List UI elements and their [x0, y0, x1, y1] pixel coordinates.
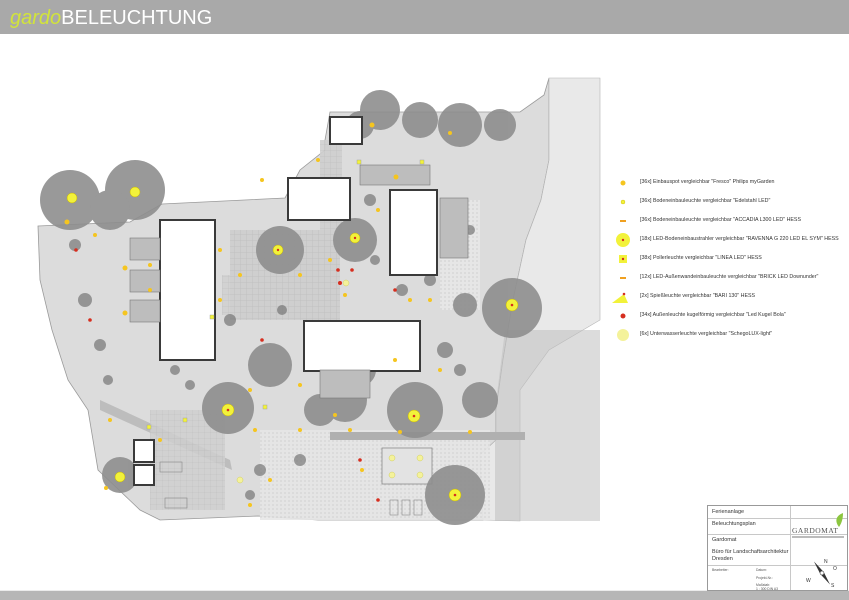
legend-item: [34x] Außenleuchte kugelförmig vergleich…: [600, 309, 845, 323]
bollard-lights: [146, 159, 425, 430]
spot-centers: [226, 236, 514, 497]
orange-dash-icon: [620, 220, 626, 222]
header-bar: gardoBELEUCHTUNG: [0, 0, 849, 34]
wall-strip: [330, 432, 525, 440]
company-name: Gardomat: [712, 537, 737, 543]
title-block-divider: [790, 506, 791, 590]
company-logo-text: GARDOMAT: [792, 526, 839, 535]
legend-item: [38x] Pollerleuchte vergleichbar "LINEA …: [600, 252, 845, 266]
compass-east: O: [833, 566, 837, 572]
large-yellow-circle-icon: [616, 233, 630, 247]
yellow-triangle-icon: [612, 292, 628, 303]
brand-title: gardoBELEUCHTUNG: [10, 6, 212, 30]
title-block-rule: [708, 534, 847, 535]
legend-item: [18x] LED-Bodeneinbaustrahler vergleichb…: [600, 233, 845, 247]
small-yellow-dot-icon: [620, 199, 626, 205]
legend-text: [38x] Pollerleuchte vergleichbar "LINEA …: [640, 255, 762, 261]
yellow-square-with-dot-icon: [619, 255, 627, 263]
shrubs: [69, 194, 475, 500]
legend-text: [34x] Außenleuchte kugelförmig vergleich…: [640, 312, 786, 318]
orange-dash-icon: [620, 277, 626, 279]
legend-item: [36x] Bodeneinbauleuchte vergleichbar "A…: [600, 214, 845, 228]
title-block: Ferienanlage Beleuchtungsplan Gardomat B…: [707, 505, 848, 591]
compass-south: S: [831, 583, 835, 589]
footer-bar: [0, 591, 849, 600]
plan-title: Beleuchtungsplan: [712, 521, 756, 527]
legend-item: [36x] Einbauspot vergleichbar "Fresco" P…: [600, 176, 845, 190]
buildings: [133, 116, 438, 486]
scale-value: 1 : 300 DIN A3: [756, 587, 779, 591]
office-name: Büro für Landschaftsarchitektur: [712, 549, 789, 555]
underwater-lights: [236, 279, 424, 484]
legend-text: [36x] Bodeneinbauleuchte vergleichbar "E…: [640, 198, 771, 204]
legend-text: [36x] Einbauspot vergleichbar "Fresco" P…: [640, 179, 775, 185]
compass-north: N: [824, 559, 828, 565]
project-number-label: Projekt-Nr.:: [756, 576, 773, 580]
legend-text: [18x] LED-Bodeneinbaustrahler vergleichb…: [640, 236, 839, 242]
logo-tagline-bar: [792, 536, 844, 538]
pale-yellow-disc-icon: [617, 329, 629, 341]
brand-prefix: gardo: [10, 7, 62, 29]
small-lights: [64, 122, 472, 507]
legend-item: [36x] Bodeneinbauleuchte vergleichbar "E…: [600, 195, 845, 209]
drawn-by-label: Bearbeiter:: [712, 568, 729, 572]
legend-text: [12x] LED-Außenwandeinbauleuchte verglei…: [640, 274, 819, 280]
legend-text: [36x] Bodeneinbauleuchte vergleichbar "A…: [640, 217, 801, 223]
date-label: Datum:: [756, 568, 767, 572]
parking-bays: [159, 461, 423, 516]
globe-lights: [74, 248, 397, 502]
compass-rose-icon: N O S W: [806, 559, 837, 589]
paved-path-1: [222, 275, 332, 315]
legend-text: [6x] Unterwasserleuchte vergleichbar "Sc…: [640, 331, 773, 337]
red-dot-icon: [620, 313, 626, 319]
legend-item: [12x] LED-Außenwandeinbauleuchte verglei…: [600, 271, 845, 285]
legend-text: [2x] Spießleuchte vergleichbar "BARI 130…: [640, 293, 756, 299]
leaf-logo-icon: [836, 513, 843, 527]
small-yellow-dot-icon: [620, 180, 626, 186]
parking-street: [495, 330, 600, 521]
title-block-rule: [708, 518, 847, 519]
legend-item: [2x] Spießleuchte vergleichbar "BARI 130…: [600, 290, 845, 304]
brand-name: BELEUCHTUNG: [61, 7, 213, 29]
title-block-rule: [708, 565, 847, 566]
scale-label: Maßstab:: [756, 583, 771, 587]
project-name: Ferienanlage: [712, 509, 745, 515]
compass-west: W: [806, 578, 811, 584]
office-city: Dresden: [712, 556, 733, 562]
pool: [381, 447, 433, 485]
legend-item: [6x] Unterwasserleuchte vergleichbar "Sc…: [600, 328, 845, 342]
